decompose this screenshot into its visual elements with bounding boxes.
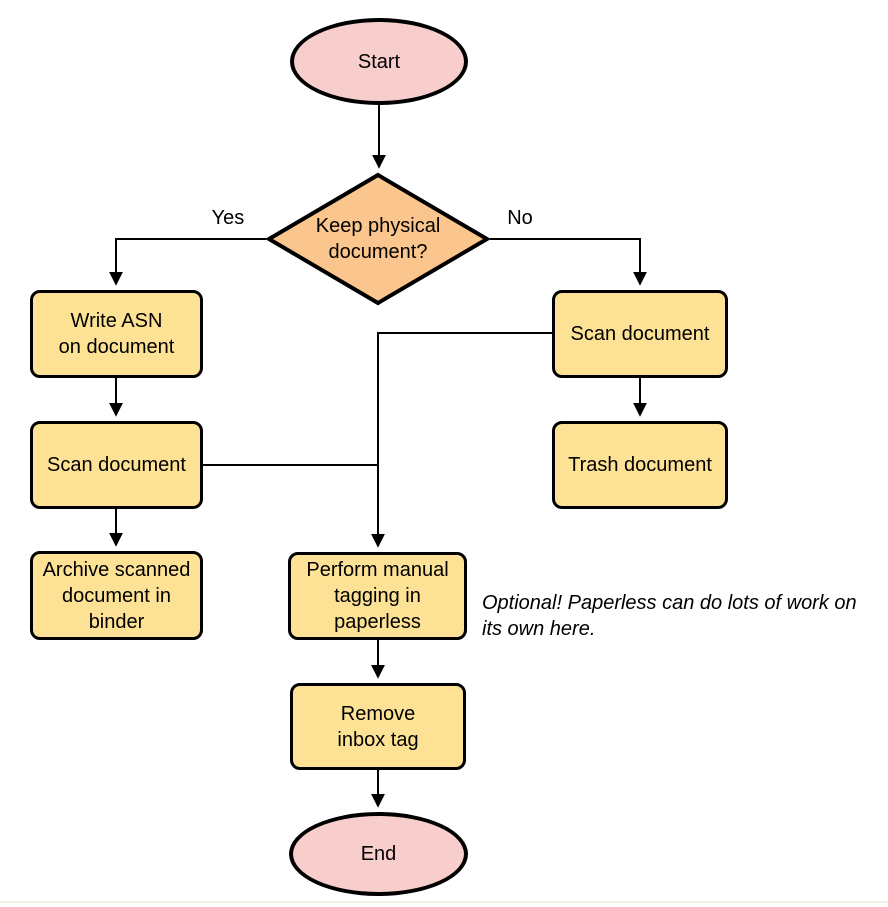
trash-document-node: Trash document	[552, 421, 728, 509]
edge-scan-right-tagging	[371, 332, 552, 548]
remove-inbox-tag-label: Remove inbox tag	[337, 702, 419, 751]
write-asn-node: Write ASN on document	[30, 290, 203, 378]
end-node: End	[289, 812, 468, 896]
edge-label-no: No	[507, 207, 533, 229]
scan-document-right-label: Scan document	[570, 323, 710, 345]
manual-tagging-label: Perform manual tagging in paperless	[306, 559, 449, 633]
write-asn-label: Write ASN on document	[58, 310, 175, 358]
archive-label: Archive scanned document in binder	[42, 558, 191, 633]
optional-annotation: Optional! Paperless can do lots of work …	[482, 592, 857, 640]
decision-label: Keep physical document?	[315, 215, 441, 263]
end-label: End	[360, 843, 397, 865]
edge-label-yes: Yes	[211, 207, 245, 229]
manual-tagging-node: Perform manual tagging in paperless	[288, 552, 467, 640]
trash-document-label: Trash document	[568, 454, 712, 476]
decision-diamond-shape	[265, 172, 491, 306]
remove-inbox-tag-node: Remove inbox tag	[290, 683, 466, 770]
edge-decision-scan-right	[490, 238, 647, 286]
start-label: Start	[357, 50, 401, 73]
scan-document-left-label: Scan document	[47, 454, 186, 476]
archive-node: Archive scanned document in binder	[30, 551, 203, 640]
scan-document-right-node: Scan document	[552, 290, 728, 378]
page-bottom-divider	[0, 901, 888, 903]
scan-document-left-node: Scan document	[30, 421, 203, 509]
decision-node: Keep physical document?	[265, 172, 491, 306]
edge-decision-write-asn	[109, 238, 266, 286]
start-node: Start	[290, 18, 468, 105]
